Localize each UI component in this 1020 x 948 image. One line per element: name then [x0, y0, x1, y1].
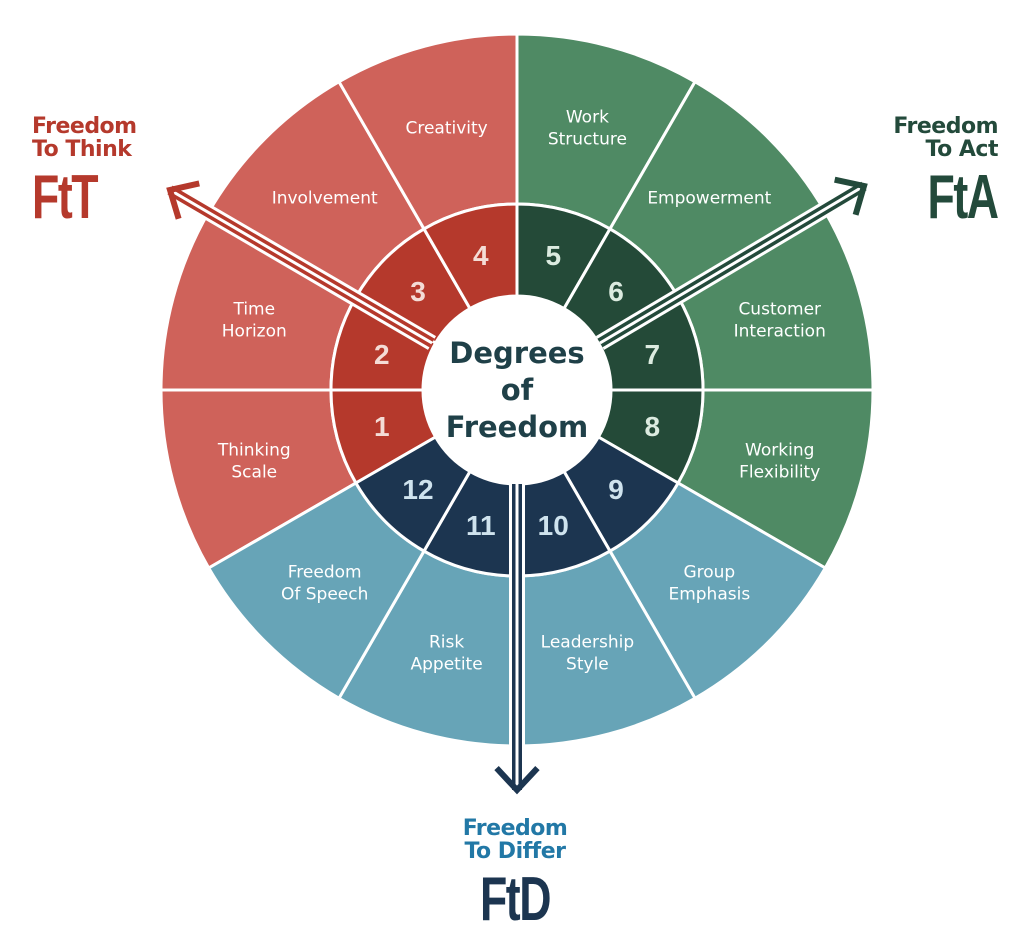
segment-number: 1: [374, 411, 390, 442]
segment-label: Freedom: [288, 562, 362, 582]
segment-label: Horizon: [222, 322, 287, 342]
segment-label: Appetite: [411, 655, 483, 675]
segment-label: Risk: [429, 633, 464, 653]
ftt-arrow: [165, 180, 437, 350]
segment-number: 3: [410, 276, 426, 307]
segment-label: Thinking: [217, 440, 291, 460]
ftd-title-line2: To Differ: [464, 839, 566, 865]
segment-3: 3 Involvement: [206, 79, 473, 346]
segment-number: 11: [466, 510, 496, 541]
ftd-title-line1: Freedom: [462, 816, 568, 841]
fta-abbreviation: FtA: [927, 163, 999, 233]
fta-arrow: [595, 176, 869, 350]
segment-number: 9: [608, 474, 624, 505]
segment-label: Leadership: [541, 633, 634, 653]
ftt-title-line2: To Think: [32, 137, 132, 163]
center-circle: [423, 296, 611, 484]
segment-label: Structure: [548, 129, 627, 149]
center-title-line3: Freedom: [446, 410, 589, 444]
fta-title-line1: Freedom: [893, 114, 998, 139]
ftt-title-line1: Freedom: [32, 114, 137, 139]
segment-number: 4: [473, 240, 489, 271]
freedom-to-differ-heading: Freedom To Differ FtD: [440, 817, 590, 932]
freedom-to-act-heading: Freedom To Act FtA: [893, 114, 999, 233]
segment-label: Scale: [231, 462, 277, 482]
ftd-abbreviation: FtD: [479, 865, 551, 935]
ftt-abbreviation: FtT: [32, 163, 99, 233]
segment-label: Group: [683, 562, 735, 582]
segment-label: Involvement: [272, 189, 378, 209]
segment-number: 12: [402, 474, 433, 505]
center-title-line1: Degrees: [449, 336, 584, 370]
segment-label: Interaction: [734, 322, 826, 342]
ftd-arrow: [494, 470, 540, 795]
segment-label: Flexibility: [739, 462, 820, 482]
freedom-to-think-heading: Freedom To Think FtT: [32, 115, 137, 230]
segment-label: Of Speech: [281, 584, 368, 604]
segment-label: Working: [745, 440, 814, 460]
segment-number: 2: [374, 339, 390, 370]
center-title-line2: of: [501, 373, 534, 407]
segment-number: 5: [545, 240, 561, 271]
segment-number: 6: [608, 276, 624, 307]
segment-label: Work: [566, 107, 609, 127]
segment-label: Style: [566, 655, 609, 675]
segment-number: 10: [538, 510, 569, 541]
segment-label: Customer: [738, 300, 821, 320]
fta-title-line2: To Act: [925, 137, 999, 163]
segment-number: 7: [644, 339, 660, 370]
segment-number: 8: [644, 411, 660, 442]
segment-label: Creativity: [405, 118, 487, 138]
segment-label: Emphasis: [668, 584, 750, 604]
segment-label: Empowerment: [647, 189, 771, 209]
segment-label: Time: [232, 300, 275, 320]
